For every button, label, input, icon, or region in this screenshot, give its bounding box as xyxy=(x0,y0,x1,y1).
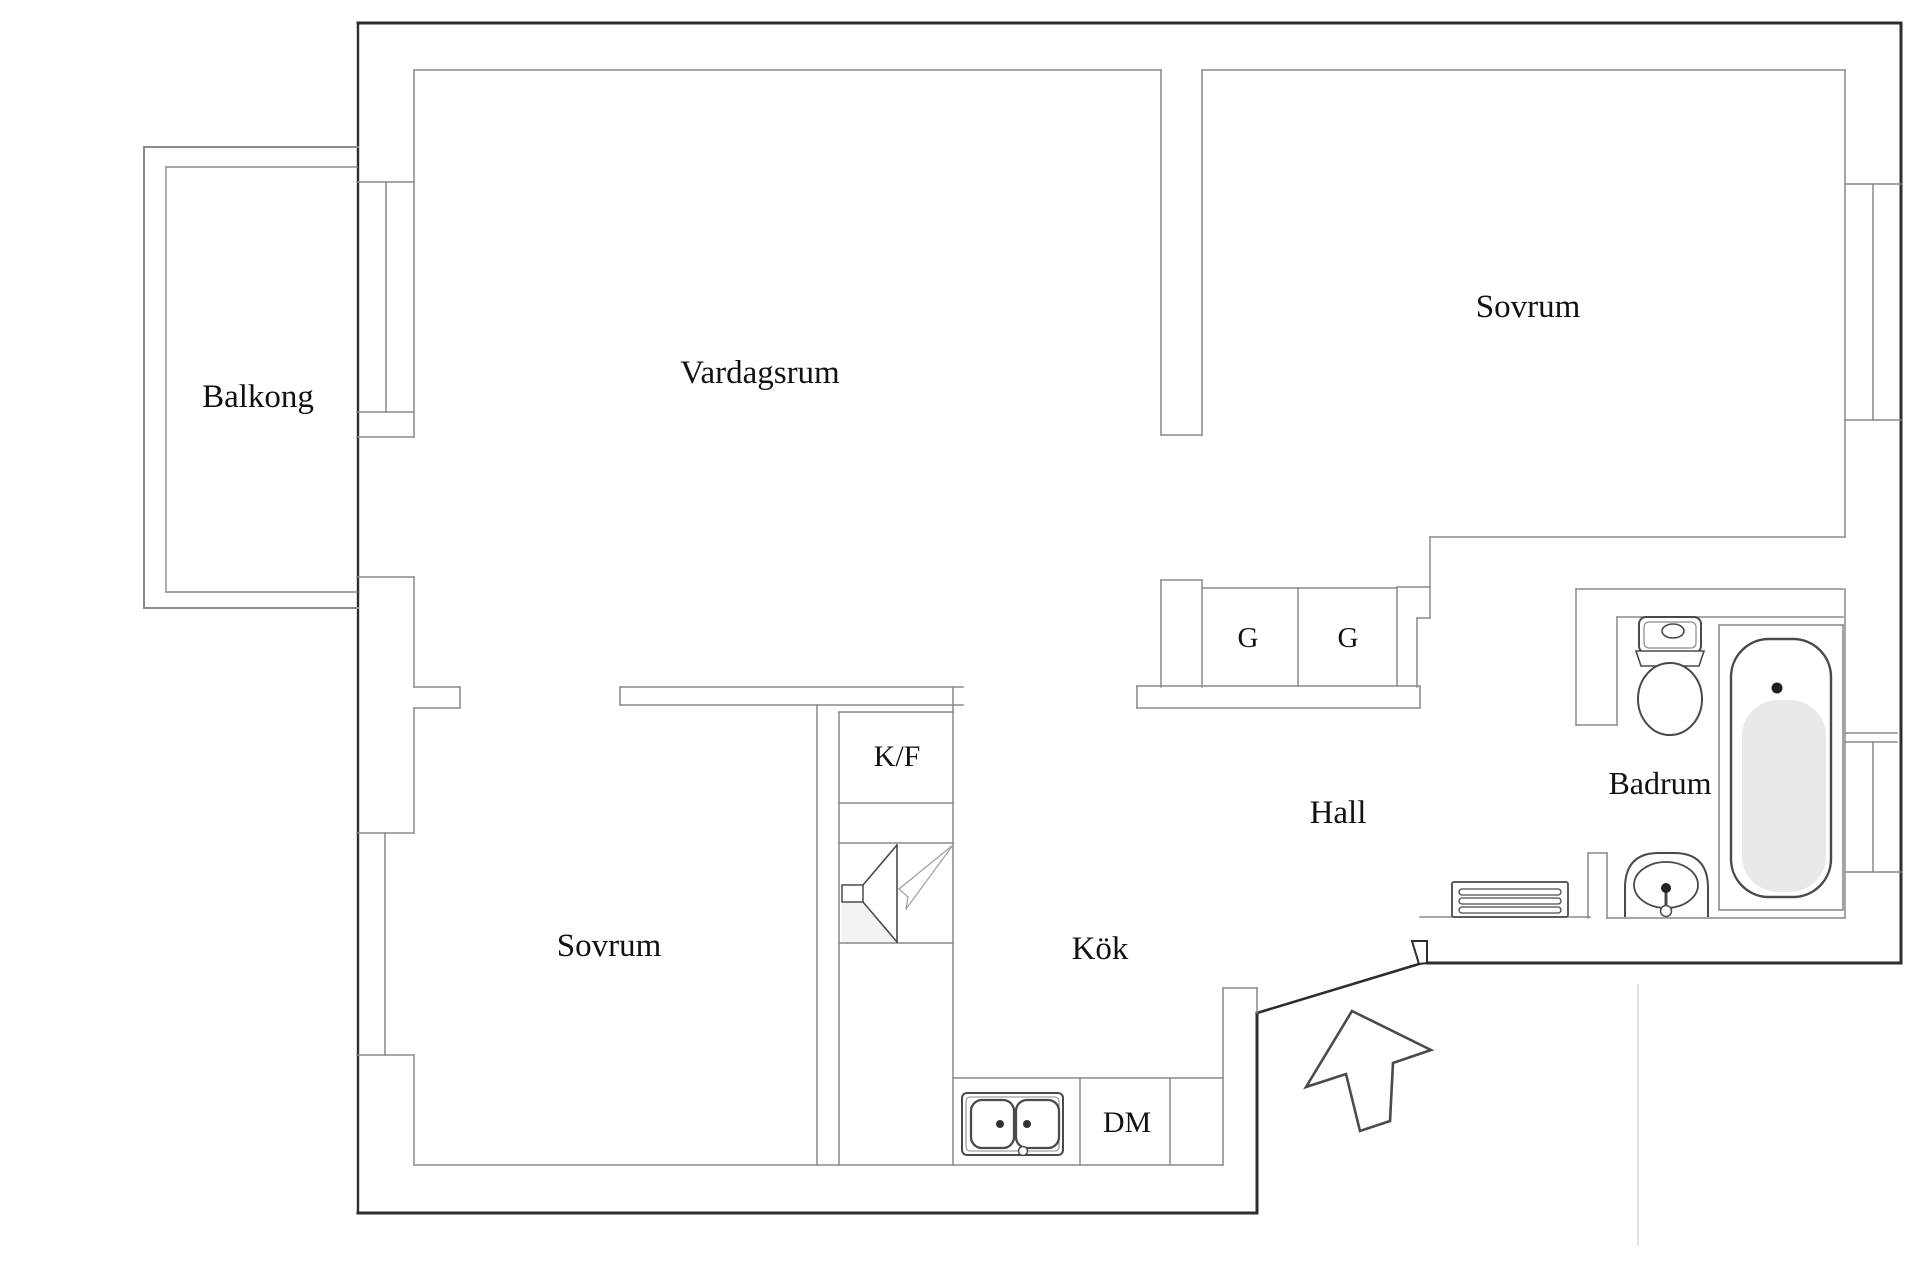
room-label-sovrum-2: Sovrum xyxy=(557,928,662,964)
radiator-fin-2 xyxy=(1458,897,1562,905)
bathtub-enclosure xyxy=(1718,624,1844,911)
radiator-body xyxy=(1451,881,1569,918)
bathroom-sink-drain-ring xyxy=(1659,904,1673,918)
pantry-swing-chevron-a xyxy=(898,888,909,898)
pantry-box xyxy=(841,884,864,903)
kitchen-sink-faucet-right xyxy=(1023,1120,1031,1128)
bathroom-sink-outline xyxy=(1624,852,1709,917)
appliance-label-dm: DM xyxy=(1103,1106,1151,1139)
outer-wall-entrance-diagonal xyxy=(1255,962,1421,1015)
room-label-kok: Kök xyxy=(1072,931,1129,967)
toilet-flush-button xyxy=(1661,623,1685,639)
toilet-tank-inner xyxy=(1643,621,1697,649)
bathtub xyxy=(1729,637,1833,899)
pantry-shade xyxy=(842,902,897,942)
pantry-cone-lower xyxy=(861,900,899,944)
pantry-swing-line-1 xyxy=(898,844,954,890)
bathroom-sink-faucet-dot xyxy=(1661,883,1671,893)
entrance-arrow xyxy=(1303,1009,1435,1133)
kitchen-sink-basin-left xyxy=(969,1098,1016,1150)
closet-label-kf: K/F xyxy=(874,740,921,773)
room-label-balkong: Balkong xyxy=(202,379,314,415)
radiator-fin-1 xyxy=(1458,888,1562,896)
closet-label-g-2: G xyxy=(1338,622,1359,654)
closet-label-g-1: G xyxy=(1238,622,1259,654)
room-label-hall: Hall xyxy=(1310,795,1367,831)
room-label-badrum: Badrum xyxy=(1608,765,1711,801)
pantry-cone-upper xyxy=(861,843,899,887)
bathtub-drain xyxy=(1771,682,1783,694)
bathtub-shade xyxy=(1742,700,1826,892)
entrance-door-jamb xyxy=(1410,940,1428,966)
pantry-swing-line-2 xyxy=(905,844,954,910)
kitchen-sink-basin-right xyxy=(1014,1098,1061,1150)
room-label-vardagsrum: Vardagsrum xyxy=(680,355,840,391)
room-label-sovrum-1: Sovrum xyxy=(1476,289,1581,325)
kitchen-sink-faucet-left xyxy=(996,1120,1004,1128)
kitchen-sink-unit xyxy=(961,1092,1064,1156)
radiator-fin-3 xyxy=(1458,906,1562,914)
pantry-swing-chevron-b xyxy=(905,896,909,910)
toilet-seat-band xyxy=(1634,650,1706,667)
kitchen-sink-mixer-knob xyxy=(1017,1145,1029,1157)
toilet-bowl xyxy=(1637,662,1703,736)
